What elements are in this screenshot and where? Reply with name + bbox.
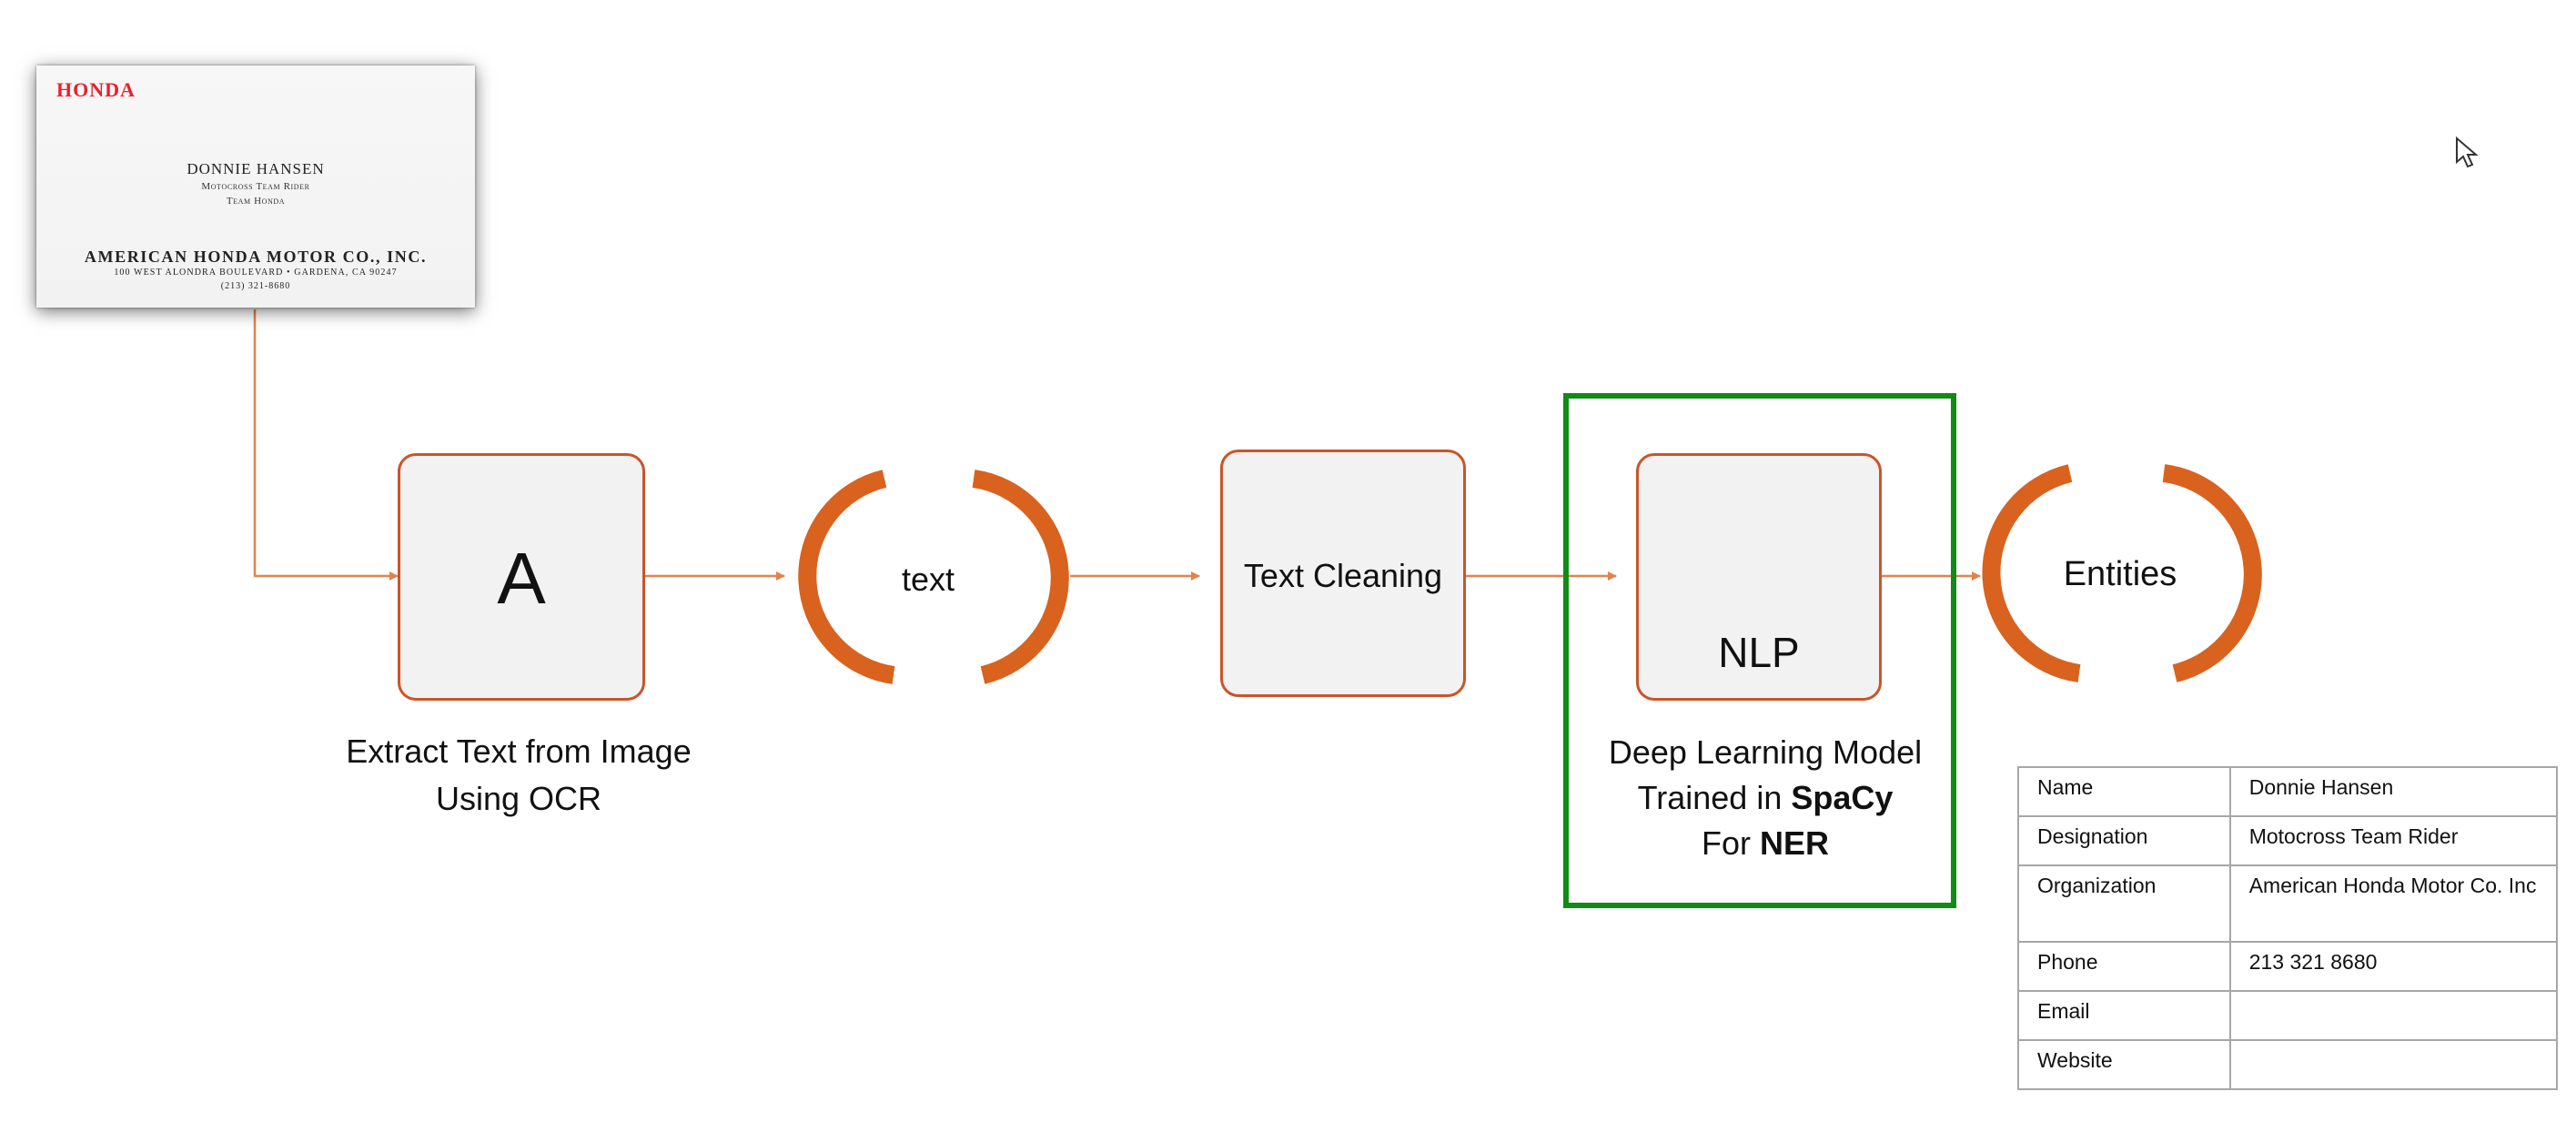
entity-value: 213 321 8680 [2228, 941, 2559, 992]
table-row: Name Donnie Hansen [2017, 766, 2559, 817]
card-brand: HONDA [56, 78, 136, 101]
entity-field: Email [2017, 990, 2231, 1041]
table-row: Website [2017, 1039, 2559, 1090]
table-row: Designation Motocross Team Rider [2017, 815, 2559, 866]
nlp-box [1636, 453, 1882, 701]
entity-value: Donnie Hansen [2228, 766, 2559, 817]
card-organization: AMERICAN HONDA MOTOR CO., INC. [84, 248, 428, 266]
entity-value [2228, 990, 2559, 1041]
entity-value: Motocross Team Rider [2228, 815, 2559, 866]
entity-field: Organization [2017, 864, 2231, 943]
card-address: 100 WEST ALONDRA BOULEVARD • GARDENA, CA… [114, 268, 398, 278]
model-caption-line3: For NER [1565, 821, 1965, 866]
entity-field: Phone [2017, 941, 2231, 992]
text-brackets [798, 470, 1069, 684]
ocr-letter: A [497, 538, 546, 619]
card-team: Team Honda [226, 196, 286, 207]
model-caption-line1: Deep Learning Model [1608, 733, 1923, 771]
ocr-caption-line2: Using OCR [435, 780, 602, 817]
model-caption-spacy: SpaCy [1791, 779, 1894, 816]
text-label: text [901, 561, 955, 598]
entity-field: Website [2017, 1039, 2231, 1090]
nlp-label: NLP [1718, 629, 1800, 676]
text-cleaning-label: Text Cleaning [1243, 557, 1443, 594]
text-cleaning-box [1220, 450, 1466, 697]
cursor-icon [2456, 136, 2479, 168]
table-row: Phone 213 321 8680 [2017, 941, 2559, 992]
ocr-caption: Extract Text from Image Using OCR [291, 728, 746, 823]
business-card-image: HONDA DONNIE HANSEN Motocross Team Rider… [36, 66, 475, 308]
model-highlight-frame [1563, 393, 1956, 908]
table-row: Organization American Honda Motor Co. In… [2017, 864, 2559, 943]
entities-brackets [1982, 464, 2262, 682]
card-name: DONNIE HANSEN [187, 160, 325, 177]
entity-field: Name [2017, 766, 2231, 817]
entity-value [2228, 1039, 2559, 1090]
arrow-card-to-ocr [253, 309, 399, 581]
entities-label: Entities [2063, 555, 2177, 593]
entity-value: American Honda Motor Co. Inc [2228, 864, 2559, 943]
ocr-caption-line1: Extract Text from Image [346, 733, 692, 770]
model-caption-line2: Trained in SpaCy [1565, 775, 1965, 821]
model-caption: Deep Learning Model Trained in SpaCy For… [1565, 730, 1965, 866]
card-phone: (213) 321-8680 [220, 281, 291, 291]
table-row: Email [2017, 990, 2559, 1041]
model-caption-trained: Trained in [1637, 779, 1792, 816]
card-title: Motocross Team Rider [201, 181, 310, 192]
ocr-step-box [398, 453, 645, 701]
model-caption-ner: NER [1760, 824, 1830, 862]
model-caption-for: For [1701, 824, 1760, 862]
entity-field: Designation [2017, 815, 2231, 866]
entities-table: Name Donnie Hansen Designation Motocross… [2017, 766, 2559, 1090]
